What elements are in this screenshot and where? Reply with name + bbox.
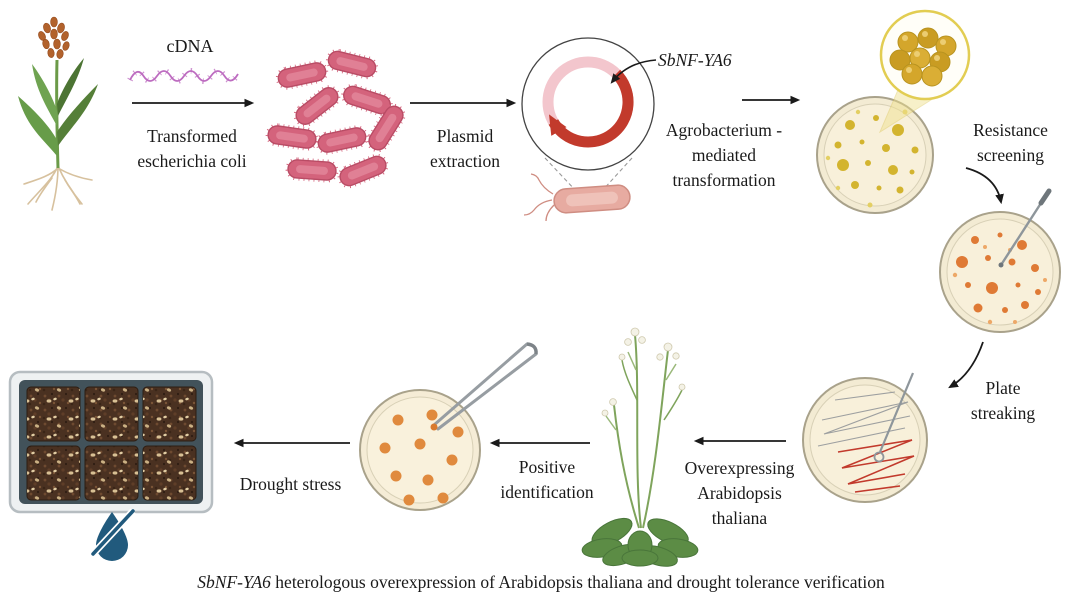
petri-dish-transformation bbox=[816, 96, 934, 214]
sorghum-plant-illustration bbox=[18, 16, 98, 211]
arabidopsis-stems bbox=[613, 334, 683, 529]
label-cdna: cDNA bbox=[166, 36, 214, 56]
ecoli-cluster-illustration bbox=[265, 48, 406, 189]
label-drought-stress: Drought stress bbox=[239, 474, 342, 494]
cell-highlights bbox=[902, 31, 946, 73]
sorghum-leaves bbox=[18, 58, 98, 156]
gene-insert-arc bbox=[548, 69, 634, 148]
yellow-colonies bbox=[834, 115, 919, 194]
cdna-strand-illustration bbox=[127, 68, 241, 84]
arrow-resistance-screening bbox=[965, 167, 1004, 205]
gray-streaks bbox=[817, 391, 911, 447]
arabidopsis-flowers bbox=[601, 327, 686, 417]
inoculation-loop bbox=[873, 451, 885, 463]
siliques bbox=[605, 351, 677, 431]
label-plasmid-extraction: Plasmid extraction bbox=[430, 126, 500, 171]
plasmid-illustration bbox=[521, 37, 657, 193]
label-overexpressing-arabidopsis: Overexpressing Arabidopsis thaliana bbox=[684, 458, 795, 528]
no-water-icon bbox=[90, 508, 136, 561]
label-transformed-ecoli: Transformed escherichia coli bbox=[137, 126, 247, 171]
orange-colonies bbox=[956, 232, 1041, 313]
zoom-dash-left bbox=[544, 157, 578, 193]
yellow-colonies-small bbox=[825, 109, 908, 208]
positive-colonies bbox=[379, 409, 464, 506]
caption-gene-name: SbNF-YA6 bbox=[197, 572, 271, 592]
figure-caption: SbNF-YA6 heterologous overexpression of … bbox=[0, 572, 1082, 593]
tweezers bbox=[432, 342, 538, 431]
petri-dish-screening bbox=[939, 188, 1061, 333]
orange-colonies-small bbox=[952, 245, 1047, 325]
label-positive-identification: Positive identification bbox=[500, 457, 594, 502]
gene-pointer-arrow bbox=[610, 59, 657, 84]
picked-colony bbox=[430, 423, 438, 431]
sorghum-seed-head bbox=[38, 16, 70, 59]
petri-dish-streaking bbox=[802, 372, 928, 503]
seedling-tray-illustration bbox=[8, 370, 214, 514]
colony-magnifier-circle bbox=[878, 9, 971, 134]
inoculation-needle bbox=[999, 199, 1045, 266]
label-gene-sbnf-ya6: SbNF-YA6 bbox=[658, 50, 732, 70]
flagella bbox=[523, 173, 555, 222]
label-agro-transformation: Agrobacterium -mediated transformation bbox=[665, 120, 783, 190]
label-plate-streaking: Plate streaking bbox=[970, 378, 1036, 423]
arabidopsis-illustration bbox=[581, 327, 699, 567]
label-resistance-screening: Resistance screening bbox=[973, 120, 1048, 165]
petri-dish-identification bbox=[359, 342, 538, 511]
agrobacterium-illustration bbox=[523, 173, 631, 222]
flow-arrows bbox=[132, 95, 1004, 448]
seedlings bbox=[27, 387, 196, 500]
arrow-plate-streaking bbox=[948, 341, 984, 389]
sorghum-roots bbox=[23, 165, 93, 211]
rosette-leaves bbox=[581, 517, 699, 567]
inoculation-loop-handle bbox=[878, 372, 915, 453]
caption-text: heterologous overexpression of Arabidops… bbox=[270, 572, 885, 592]
